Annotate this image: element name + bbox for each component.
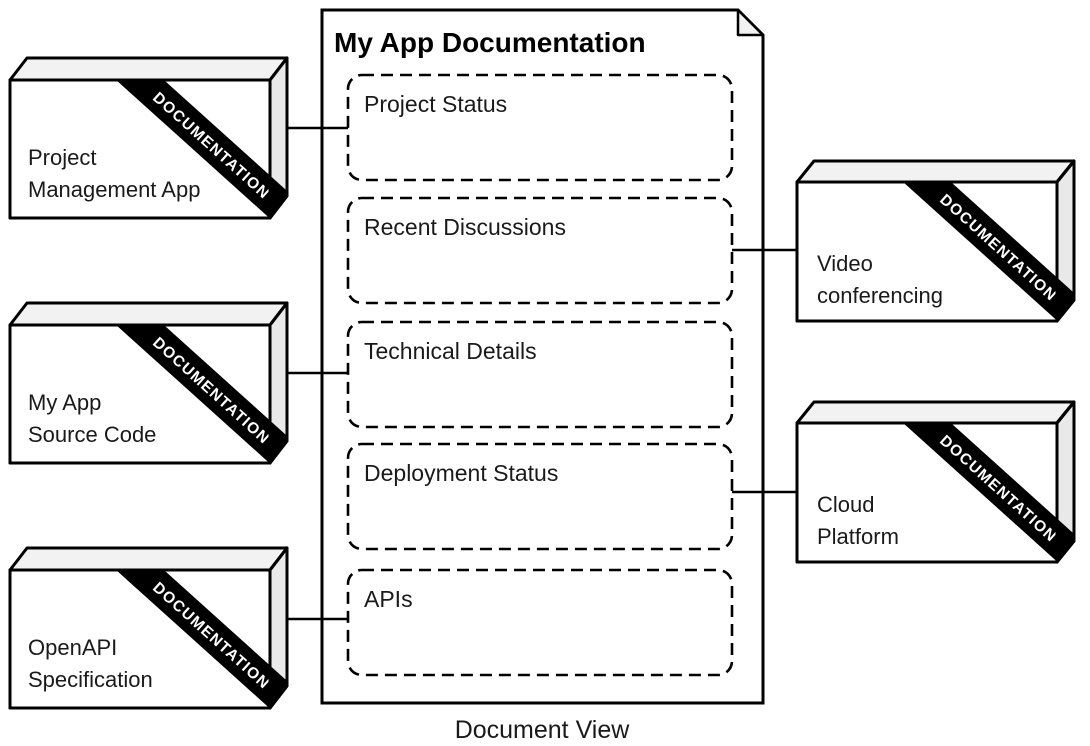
ribbon-band: [882, 402, 1074, 562]
node-my-app-source-code: DOCUMENTATION My App Source Code: [8, 301, 289, 465]
node-label-line1: My App: [28, 390, 101, 415]
node-top-face: [8, 546, 289, 572]
node-project-management-app: DOCUMENTATION Project Management App: [8, 56, 289, 220]
connectors: [287, 126, 797, 621]
section-label: APIs: [364, 586, 413, 612]
node-top-face: [795, 159, 1076, 184]
node-cloud-platform: DOCUMENTATION Cloud Platform: [795, 400, 1076, 564]
node-label-line1: OpenAPI: [28, 635, 117, 660]
node-label-line2: conferencing: [817, 283, 943, 308]
section-project-status: Project Status: [346, 73, 734, 182]
document-fold-corner-icon: [736, 8, 765, 37]
section-box: [346, 320, 734, 429]
node-video-conferencing: DOCUMENTATION Video conferencing: [795, 159, 1076, 323]
node-top-face: [8, 56, 289, 82]
section-recent-discussions: Recent Discussions: [346, 196, 734, 305]
section-box: [346, 568, 734, 677]
section-label: Recent Discussions: [364, 214, 566, 240]
document-title: My App Documentation: [334, 27, 646, 58]
node-label-line2: Management App: [28, 177, 200, 202]
node-label-line2: Source Code: [28, 422, 156, 447]
section-technical-details: Technical Details: [346, 320, 734, 429]
section-box: [346, 196, 734, 305]
node-top-face: [8, 301, 289, 327]
section-label: Deployment Status: [364, 460, 558, 486]
section-apis: APIs: [346, 568, 734, 677]
document-node: My App Documentation Project Status Rece…: [320, 8, 765, 705]
node-label-line2: Specification: [28, 667, 153, 692]
ribbon-band: [95, 303, 287, 463]
node-label-line2: Platform: [817, 524, 899, 549]
ribbon-band: [95, 58, 287, 218]
section-box: [346, 442, 734, 551]
ribbon-band: [882, 161, 1074, 321]
node-label-line1: Cloud: [817, 492, 874, 517]
section-deployment-status: Deployment Status: [346, 442, 734, 551]
node-top-face: [795, 400, 1076, 425]
node-label-line1: Project: [28, 145, 96, 170]
diagram-caption: Document View: [455, 716, 631, 744]
ribbon-band: [95, 548, 287, 708]
node-openapi-specification: DOCUMENTATION OpenAPI Specification: [8, 546, 289, 710]
section-label: Technical Details: [364, 338, 537, 364]
section-label: Project Status: [364, 91, 507, 117]
node-label-line1: Video: [817, 251, 873, 276]
